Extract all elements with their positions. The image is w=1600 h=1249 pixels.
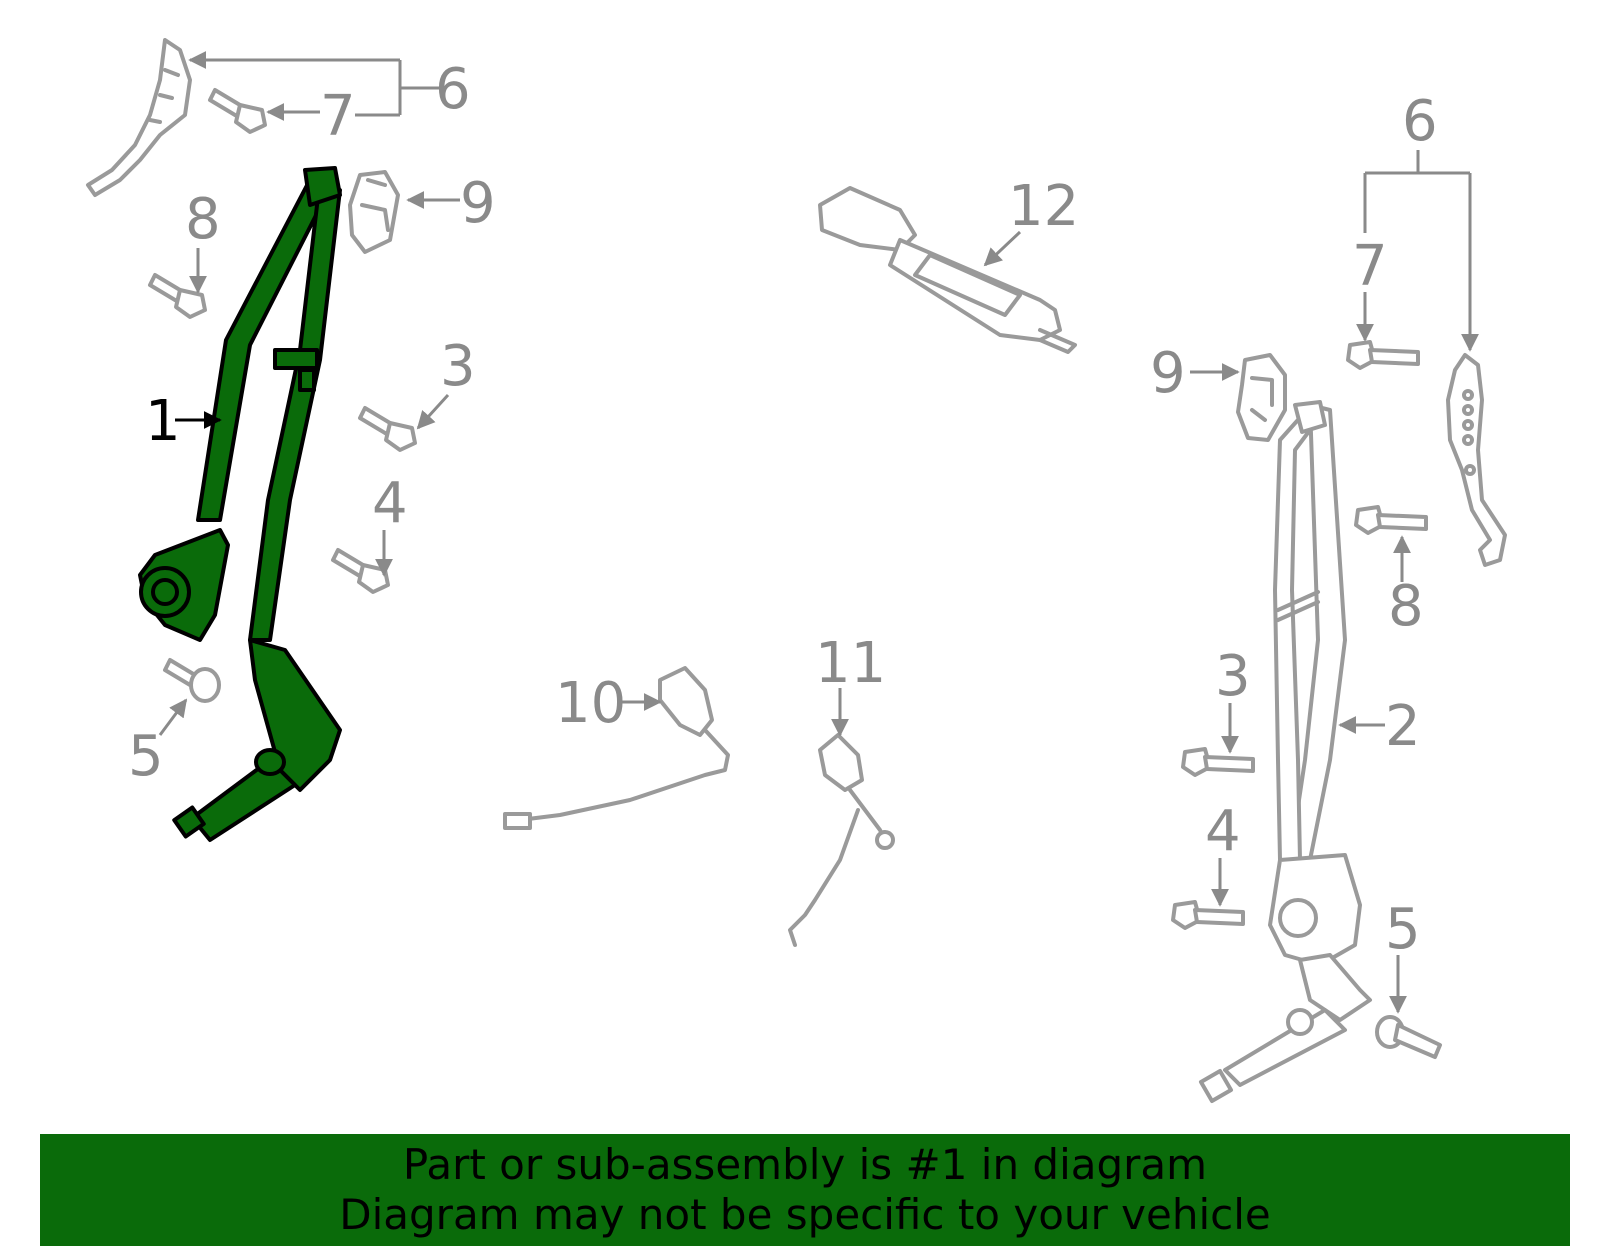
part-8-bolt-left[interactable] xyxy=(148,273,207,319)
callout-8-right: 8 xyxy=(1388,574,1424,639)
callout-5-right: 5 xyxy=(1385,897,1421,962)
part-9-cover-right[interactable] xyxy=(1236,353,1287,442)
callout-3-right: 3 xyxy=(1215,644,1251,709)
part-2-seat-belt-assembly[interactable] xyxy=(1198,400,1372,1104)
part-3-bolt-right[interactable] xyxy=(1181,747,1255,777)
part-5-bolt-right[interactable] xyxy=(1375,1015,1442,1059)
part-7-bolt-left[interactable] xyxy=(208,88,267,134)
callout-4-right: 4 xyxy=(1205,799,1241,864)
callout-3-left: 3 xyxy=(440,334,476,399)
callout-5-left: 5 xyxy=(128,724,164,789)
part-9-cover-left[interactable] xyxy=(348,170,400,254)
part-5-bolt-left[interactable] xyxy=(163,658,221,703)
part-12-buckle-stalk[interactable] xyxy=(818,186,1077,354)
callout-2: 2 xyxy=(1385,694,1421,759)
part-7-bolt-right[interactable] xyxy=(1346,340,1420,370)
part-1-guide-loop xyxy=(273,348,319,370)
part-3-bolt-left[interactable] xyxy=(358,406,417,452)
part-11-buckle-with-wire[interactable] xyxy=(788,733,895,947)
part-1-seat-belt-assembly[interactable] xyxy=(138,166,342,842)
part-1-d-ring xyxy=(303,166,342,207)
part-1-pretensioner-tube xyxy=(190,758,297,842)
part-4-bolt-left[interactable] xyxy=(331,548,390,594)
callout-4-left: 4 xyxy=(372,471,408,536)
banner-line-2: Diagram may not be specific to your vehi… xyxy=(339,1190,1271,1239)
callout-6-left: 6 xyxy=(435,57,471,122)
part-6-bracket-right[interactable] xyxy=(1446,353,1507,567)
banner-line-1: Part or sub-assembly is #1 in diagram xyxy=(402,1140,1208,1189)
info-banner: Part or sub-assembly is #1 in diagram Di… xyxy=(40,1134,1570,1246)
part-1-lower-anchor xyxy=(248,638,342,792)
callout-7-left: 7 xyxy=(320,84,356,149)
part-10-buckle-with-wire[interactable] xyxy=(503,666,730,830)
callout-8-left: 8 xyxy=(185,187,221,252)
callout-10: 10 xyxy=(555,671,626,736)
callout-9-right: 9 xyxy=(1150,341,1186,406)
leader-lines xyxy=(158,60,1470,1014)
part-4-bolt-right[interactable] xyxy=(1171,900,1245,930)
callout-9-left: 9 xyxy=(460,171,496,236)
callout-1: 1 xyxy=(145,389,181,454)
callout-12: 12 xyxy=(1008,174,1079,239)
callout-numbers: 6 7 8 9 3 1 4 5 12 10 11 6 7 8 9 2 3 4 5 xyxy=(128,57,1438,962)
part-8-bolt-right[interactable] xyxy=(1354,505,1428,535)
part-1-webbing-rear xyxy=(248,178,342,642)
callout-6-right: 6 xyxy=(1402,89,1438,154)
part-6-bracket-left[interactable] xyxy=(86,38,192,197)
callout-11: 11 xyxy=(815,631,886,696)
callout-7-right: 7 xyxy=(1352,234,1388,299)
